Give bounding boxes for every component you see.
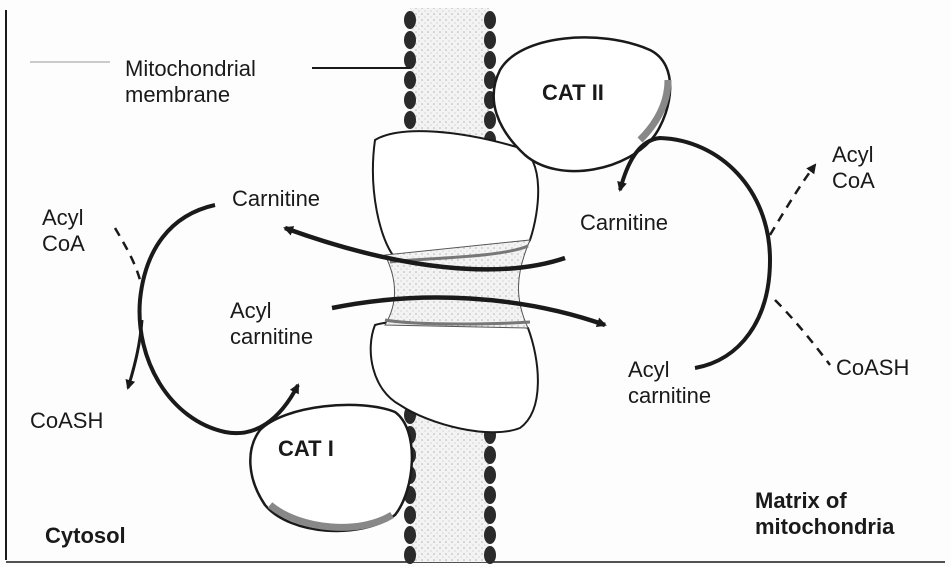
right-cycle-arc (620, 138, 770, 368)
left-coa-dash-in (115, 228, 140, 280)
right-coa-dash-out (770, 165, 815, 235)
carnitine-left-label: Carnitine (232, 186, 320, 212)
cat1-enzyme (250, 405, 412, 531)
acylcarnitine-left-label: Acyl carnitine (230, 298, 313, 350)
coash-left-label: CoASH (30, 408, 103, 434)
translocase-protein (371, 131, 539, 432)
membrane-label: Mitochondrial membrane (125, 56, 256, 108)
right-coash-dash (775, 300, 830, 365)
acylcarnitine-right-label: Acyl carnitine (628, 357, 711, 409)
cat2-label: CAT II (542, 80, 604, 106)
acyl-coa-right-label: Acyl CoA (832, 142, 875, 194)
cat1-label: CAT I (278, 436, 334, 462)
acyl-coa-left-label: Acyl CoA (42, 205, 85, 257)
left-coa-dash-out (128, 320, 142, 388)
matrix-label: Matrix of mitochondria (755, 488, 894, 540)
cytosol-label: Cytosol (45, 523, 126, 549)
carnitine-right-label: Carnitine (580, 210, 668, 236)
coash-right-label: CoASH (836, 355, 909, 381)
